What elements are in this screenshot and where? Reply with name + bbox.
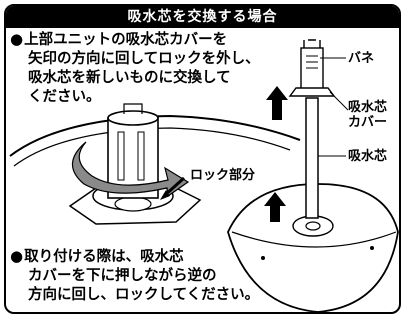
spring-coils [306,55,318,69]
up-arrow-upper [266,86,288,120]
wick-cover-leader [329,91,349,111]
rotate-arrow [71,141,190,198]
instruction-remove: ●上部ユニットの吸水芯カバーを 矢印の方向に回してロックを外し、 吸水芯を新しい… [10,30,260,107]
exploded-cover-flange [288,87,336,97]
instruction-panel: 吸水芯を交換する場合 [4,4,401,314]
wick-cover-label-line-1: 吸水芯 [348,100,388,115]
exploded-cover-cap [303,39,321,48]
instruction-remove-line-4: ください。 [28,89,101,105]
instruction-attach: ●取り付ける際は、吸水芯 カバーを下に押しながら逆の 方向に回し、ロックしてくだ… [10,247,259,305]
up-arrow-lower [264,192,286,222]
exploded-cover-body [300,47,324,95]
bullet-icon: ● [10,247,24,265]
instruction-remove-line-1: 上部ユニットの吸水芯カバーを [24,32,228,48]
instruction-attach-line-2: カバーを下に押しながら逆の [28,268,217,284]
instruction-attach-line-3: 方向に回し、ロックしてください。 [28,287,260,303]
lock-part-label: ロック部分 [190,168,256,183]
panel-title: 吸水芯を交換する場合 [6,6,399,28]
cover-inner-ring [114,196,152,212]
wick-cover-label-line-2: カバー [348,115,388,130]
spring-label: バネ [348,51,375,66]
wick-label: 吸水芯 [348,149,388,164]
lock-pointer-head [160,190,170,200]
tray-rim-outer [9,114,301,157]
dish-dot-left [261,256,265,260]
instruction-attach-line-1: 取り付ける際は、吸水芯 [24,249,184,265]
dish-socket-inner [305,221,321,231]
cover-slot-right [137,131,145,181]
instruction-remove-line-3: 吸水芯を新しいものに交換して [28,70,231,86]
wick-rod [305,97,319,219]
instruction-remove-line-2: 矢印の方向に回してロックを外し、 [28,51,260,67]
tray-rim-inner [13,127,291,167]
cover-slot-left [117,131,125,181]
cover-cap [123,103,143,114]
wick-cover-top [107,110,159,126]
dish-dot-right [370,246,374,250]
dish-rim [231,231,397,248]
bullet-icon: ● [10,30,24,48]
